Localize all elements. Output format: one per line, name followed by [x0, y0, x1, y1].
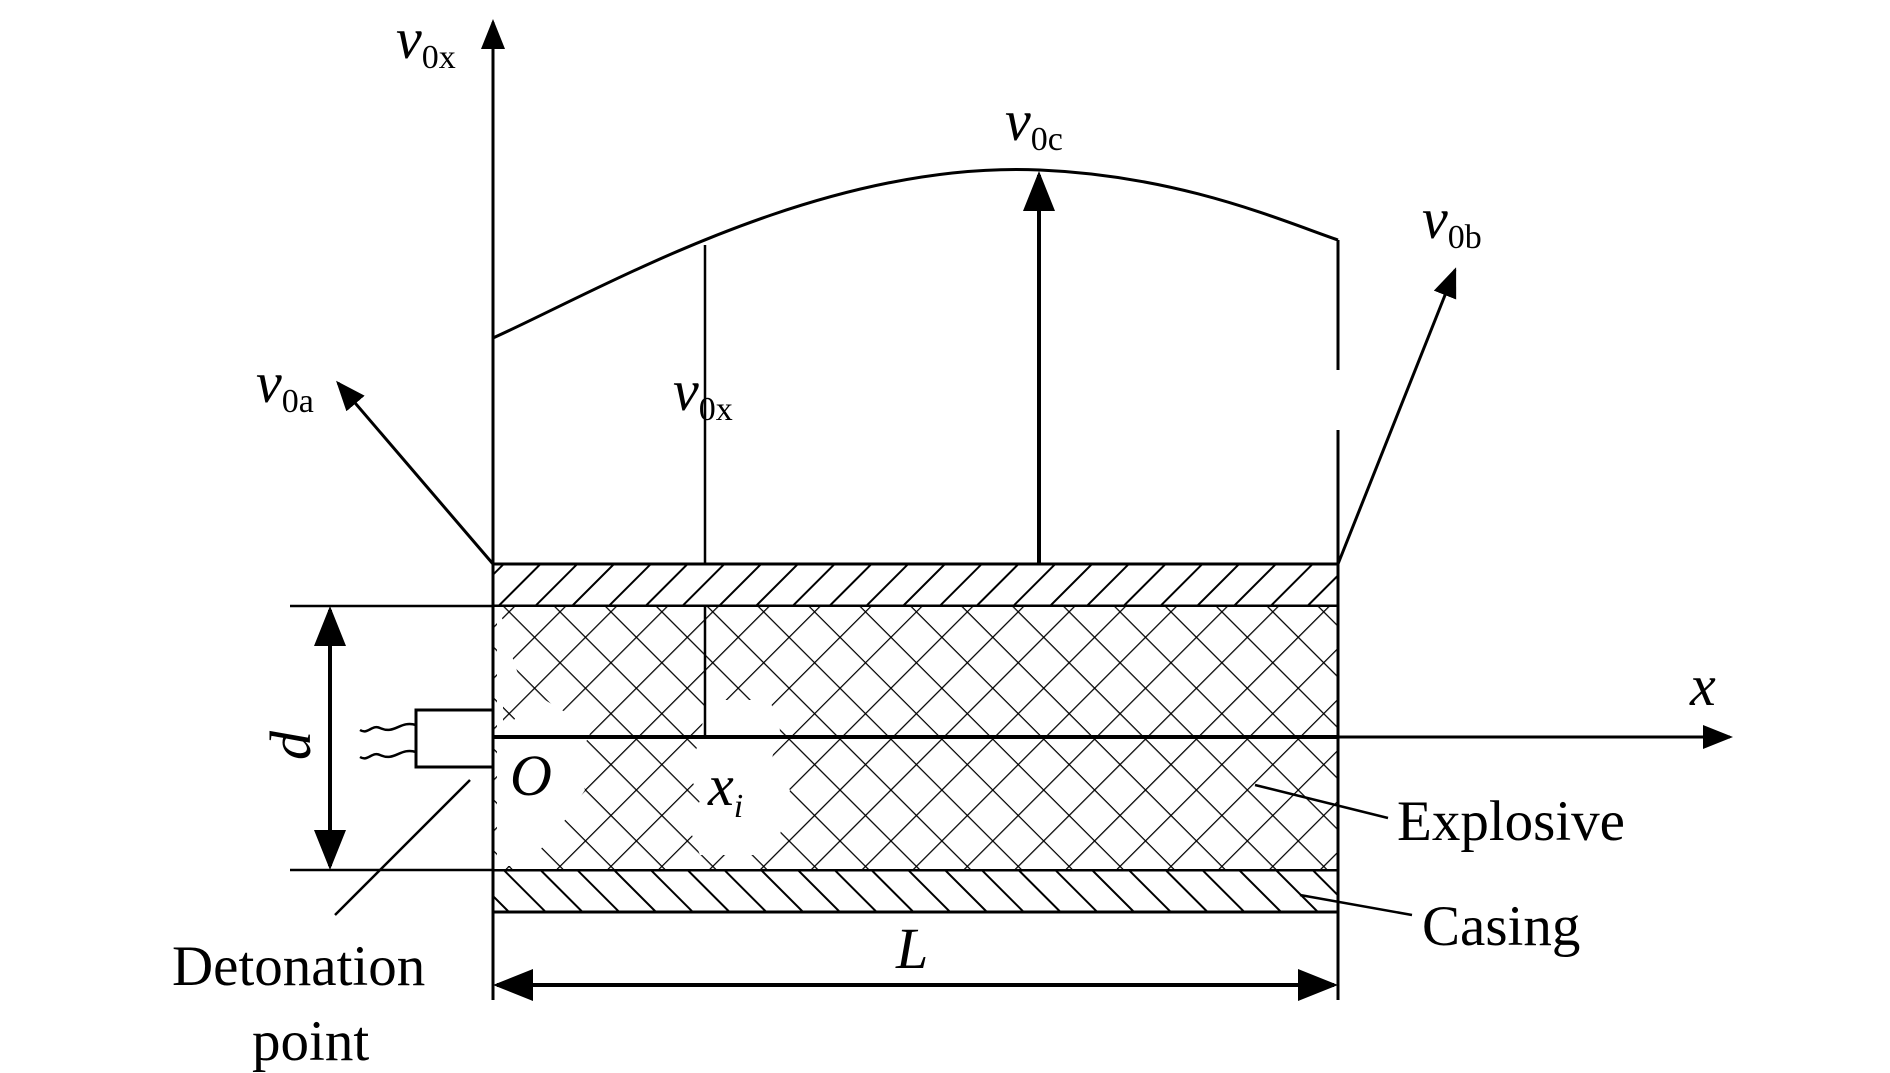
left-end-velocity-label: v0a: [256, 350, 314, 420]
casing-bottom: [491, 868, 1340, 914]
velocity-curve: [492, 167, 1339, 340]
explosive-label: Explosive: [1397, 790, 1625, 853]
y-axis-label: v0x: [396, 6, 456, 76]
explosive-leader: [1254, 783, 1389, 820]
right-end-velocity-label: v0b: [1422, 186, 1482, 256]
casing-top: [491, 562, 1340, 608]
detonation-label-line1: Detonation: [172, 935, 425, 998]
detonation-leader: [334, 779, 471, 916]
detonator: [414, 708, 495, 769]
casing-label: Casing: [1422, 895, 1580, 958]
detonator-wire-1: [359, 722, 417, 733]
origin-label: O: [510, 743, 552, 808]
explosive-clear-region-xi: [688, 700, 790, 855]
length-label: L: [895, 916, 928, 981]
casing-leader: [1299, 893, 1413, 917]
local-velocity-label: v0x: [673, 358, 733, 428]
diameter-label: d: [258, 730, 323, 760]
position-label: xi: [707, 753, 743, 825]
detonator-wire-2: [359, 749, 417, 760]
detonation-label-line2: point: [252, 1010, 369, 1073]
left-end-velocity-arrow: [336, 380, 495, 565]
x-axis-label: x: [1689, 653, 1716, 718]
right-end-velocity-arrow: [1336, 267, 1457, 565]
peak-velocity-label: v0c: [1005, 88, 1063, 158]
